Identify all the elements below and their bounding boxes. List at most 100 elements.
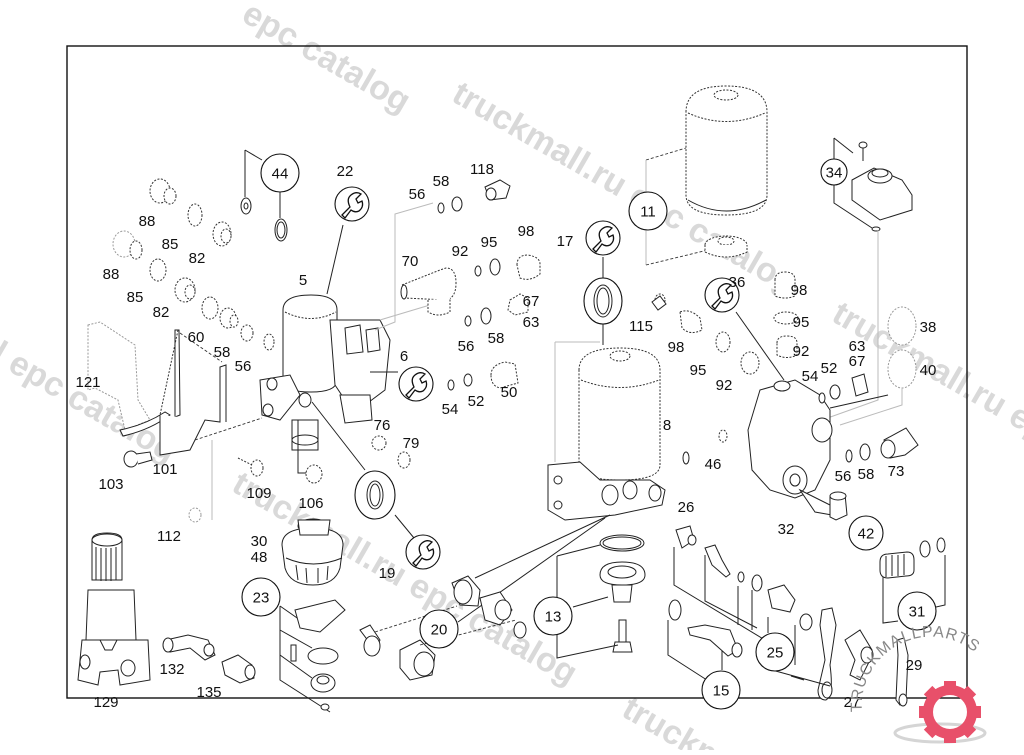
label-layer: 2258885828885826058561211011031091061127… <box>75 161 936 711</box>
wrench-icon <box>711 283 734 310</box>
part-number-label: 58 <box>214 344 231 361</box>
part-number-label: 52 <box>468 393 485 410</box>
callout-layer: 44 34 11 20 23 13 25 15 31 42 <box>241 153 937 710</box>
callout-number: 23 <box>253 590 270 607</box>
air-dryer-5 <box>259 202 441 539</box>
callout-circle <box>628 191 668 231</box>
callout-number: 11 <box>640 204 656 221</box>
callout-15[interactable]: 15 <box>701 670 741 710</box>
part-number-label: 29 <box>906 657 923 674</box>
diagram-frame <box>66 45 968 699</box>
callout-circle <box>897 591 937 631</box>
part-number-label: 129 <box>93 694 118 711</box>
part-number-label: 56 <box>235 358 252 375</box>
wrench-callout-22[interactable] <box>334 186 370 222</box>
gear-tooth <box>923 722 940 739</box>
part-number-label: 132 <box>159 661 184 678</box>
repair-kit-23 <box>279 599 346 713</box>
part-number-label: 106 <box>298 495 323 512</box>
wrench-icon <box>592 226 615 253</box>
plug-group-20 <box>359 575 527 681</box>
filter-cartridge-11 <box>645 85 768 266</box>
part-number-label: 92 <box>716 377 733 394</box>
bracket-121 <box>87 321 171 437</box>
callout-number: 20 <box>431 622 448 639</box>
watermark-text: epc catalog <box>236 0 417 120</box>
callout-circle <box>755 632 795 672</box>
part-number-label: 88 <box>139 213 156 230</box>
part-number-label: 63 <box>523 314 540 331</box>
callout-circle <box>241 577 281 617</box>
callout-44[interactable]: 44 <box>260 153 300 193</box>
part-number-label: 19 <box>379 565 396 582</box>
callout-34[interactable]: 34 <box>820 158 848 186</box>
part-number-label: 32 <box>778 521 795 538</box>
gear-icon <box>919 681 981 743</box>
wrench-icon <box>412 540 435 567</box>
pressure-regulator-129 <box>77 532 256 686</box>
callout-circle <box>419 609 459 649</box>
part-number-label: 92 <box>793 343 810 360</box>
wrench-icon <box>341 192 364 219</box>
part-number-label: 26 <box>678 499 695 516</box>
wrench-callout-36[interactable] <box>704 277 740 313</box>
callout-number: 44 <box>272 166 289 183</box>
parts-artwork <box>77 85 946 713</box>
part-number-label: 70 <box>402 253 419 270</box>
part-number-label: 30 <box>251 533 268 550</box>
part-number-label: 98 <box>668 339 685 356</box>
spring-set-31 <box>879 537 946 624</box>
part-number-label: 95 <box>481 234 498 251</box>
part-number-label: 38 <box>920 319 937 336</box>
callout-42[interactable]: 42 <box>848 515 884 551</box>
silencer-30 <box>281 518 344 586</box>
part-number-label: 88 <box>103 266 120 283</box>
wrench-icon <box>405 372 428 399</box>
callout-circle <box>848 515 884 551</box>
bracket-101 <box>123 329 264 523</box>
fittings-upper <box>112 178 275 351</box>
callout-circle <box>260 153 300 193</box>
part-number-label: 67 <box>523 293 540 310</box>
part-number-label: 82 <box>153 304 170 321</box>
part-number-label: 63 <box>849 338 866 355</box>
logo-swoosh <box>893 722 987 744</box>
callout-13[interactable]: 13 <box>533 596 573 636</box>
wrench-callout-6[interactable] <box>398 366 434 402</box>
callout-number: 42 <box>858 526 875 543</box>
part-number-label: 8 <box>663 417 671 434</box>
part-number-label: 135 <box>196 684 221 701</box>
part-number-label: 121 <box>75 374 100 391</box>
wrench-callout-19[interactable] <box>405 534 441 570</box>
sensor-34 <box>821 137 913 421</box>
part-number-label: 73 <box>888 463 905 480</box>
callout-11[interactable]: 11 <box>628 191 668 231</box>
part-number-label: 115 <box>629 318 653 335</box>
air-dryer-8 <box>457 257 690 623</box>
connector-group-25 <box>667 525 909 707</box>
part-number-label: 58 <box>433 173 450 190</box>
gear-tooth <box>960 685 977 702</box>
wrench-callout-layer <box>334 186 740 570</box>
callout-31[interactable]: 31 <box>897 591 937 631</box>
callout-number: 31 <box>909 604 926 621</box>
part-number-label: 82 <box>189 250 206 267</box>
part-number-label: 101 <box>152 461 177 478</box>
part-number-label: 17 <box>557 233 574 250</box>
fitting-group-70 <box>400 179 541 391</box>
part-number-label: 48 <box>251 549 268 566</box>
part-number-label: 54 <box>802 368 819 385</box>
callout-25[interactable]: 25 <box>755 632 795 672</box>
callout-number: 15 <box>713 683 730 700</box>
callout-20[interactable]: 20 <box>419 609 459 649</box>
part-number-label: 46 <box>705 456 722 473</box>
part-number-label: 60 <box>188 329 205 346</box>
part-number-label: 22 <box>337 163 354 180</box>
part-number-label: 103 <box>98 476 123 493</box>
part-number-label: 36 <box>729 274 746 291</box>
wrench-callout-17[interactable] <box>585 220 621 256</box>
callout-23[interactable]: 23 <box>241 577 281 617</box>
truckmallparts-logo: TRUCKMALLPARTS <box>849 624 987 744</box>
part-number-label: 50 <box>501 384 518 401</box>
